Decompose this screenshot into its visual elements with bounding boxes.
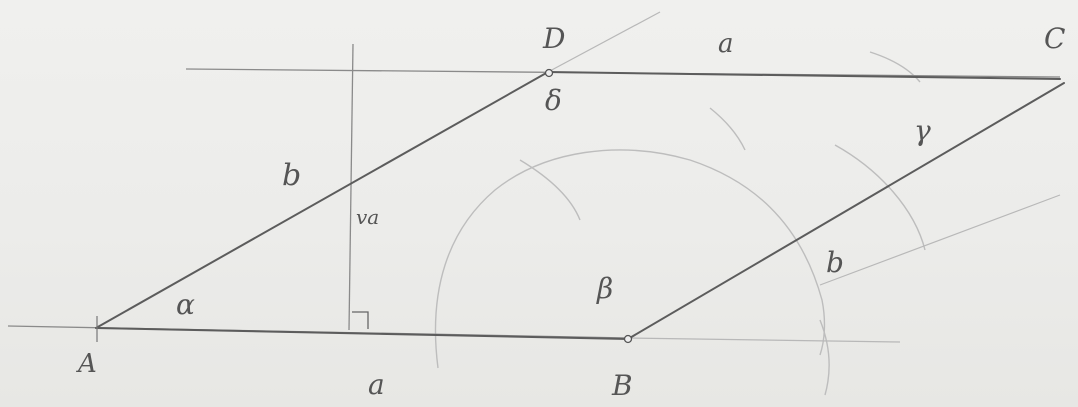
side-label-top: a: [718, 29, 734, 59]
height-line: [348, 43, 354, 331]
height-label: va: [356, 205, 379, 229]
vertex-label-b: B: [611, 369, 633, 402]
construction-arc-bottom-right: [819, 319, 830, 396]
vertex-label-d: D: [542, 22, 565, 55]
construction-arc-top-right: [869, 51, 921, 83]
side-label-left: b: [282, 158, 301, 193]
construction-arc-mid: [519, 159, 581, 221]
point-d: [544, 68, 554, 78]
angle-label-delta: δ: [545, 84, 562, 117]
side-label-bottom: a: [368, 368, 385, 401]
angle-label-beta: β: [596, 272, 613, 305]
vertex-label-c: C: [1044, 22, 1065, 55]
angle-label-gamma: γ: [914, 114, 931, 147]
point-b: [623, 334, 633, 344]
side-bc: [627, 82, 1065, 340]
construction-arc-upper: [709, 107, 746, 151]
extension-line-ab: [627, 337, 901, 343]
side-ab: [95, 327, 629, 340]
extension-line-bc: [819, 194, 1061, 286]
vertex-label-a: A: [76, 349, 97, 379]
side-label-right: b: [826, 246, 844, 279]
side-dc: [547, 71, 1061, 80]
construction-arc-right: [834, 144, 926, 251]
right-angle-marker: [352, 311, 369, 329]
extension-line-ad: [547, 11, 661, 73]
angle-label-alpha: α: [176, 288, 195, 321]
side-ad: [95, 71, 549, 329]
construction-arc-large: [434, 149, 826, 369]
